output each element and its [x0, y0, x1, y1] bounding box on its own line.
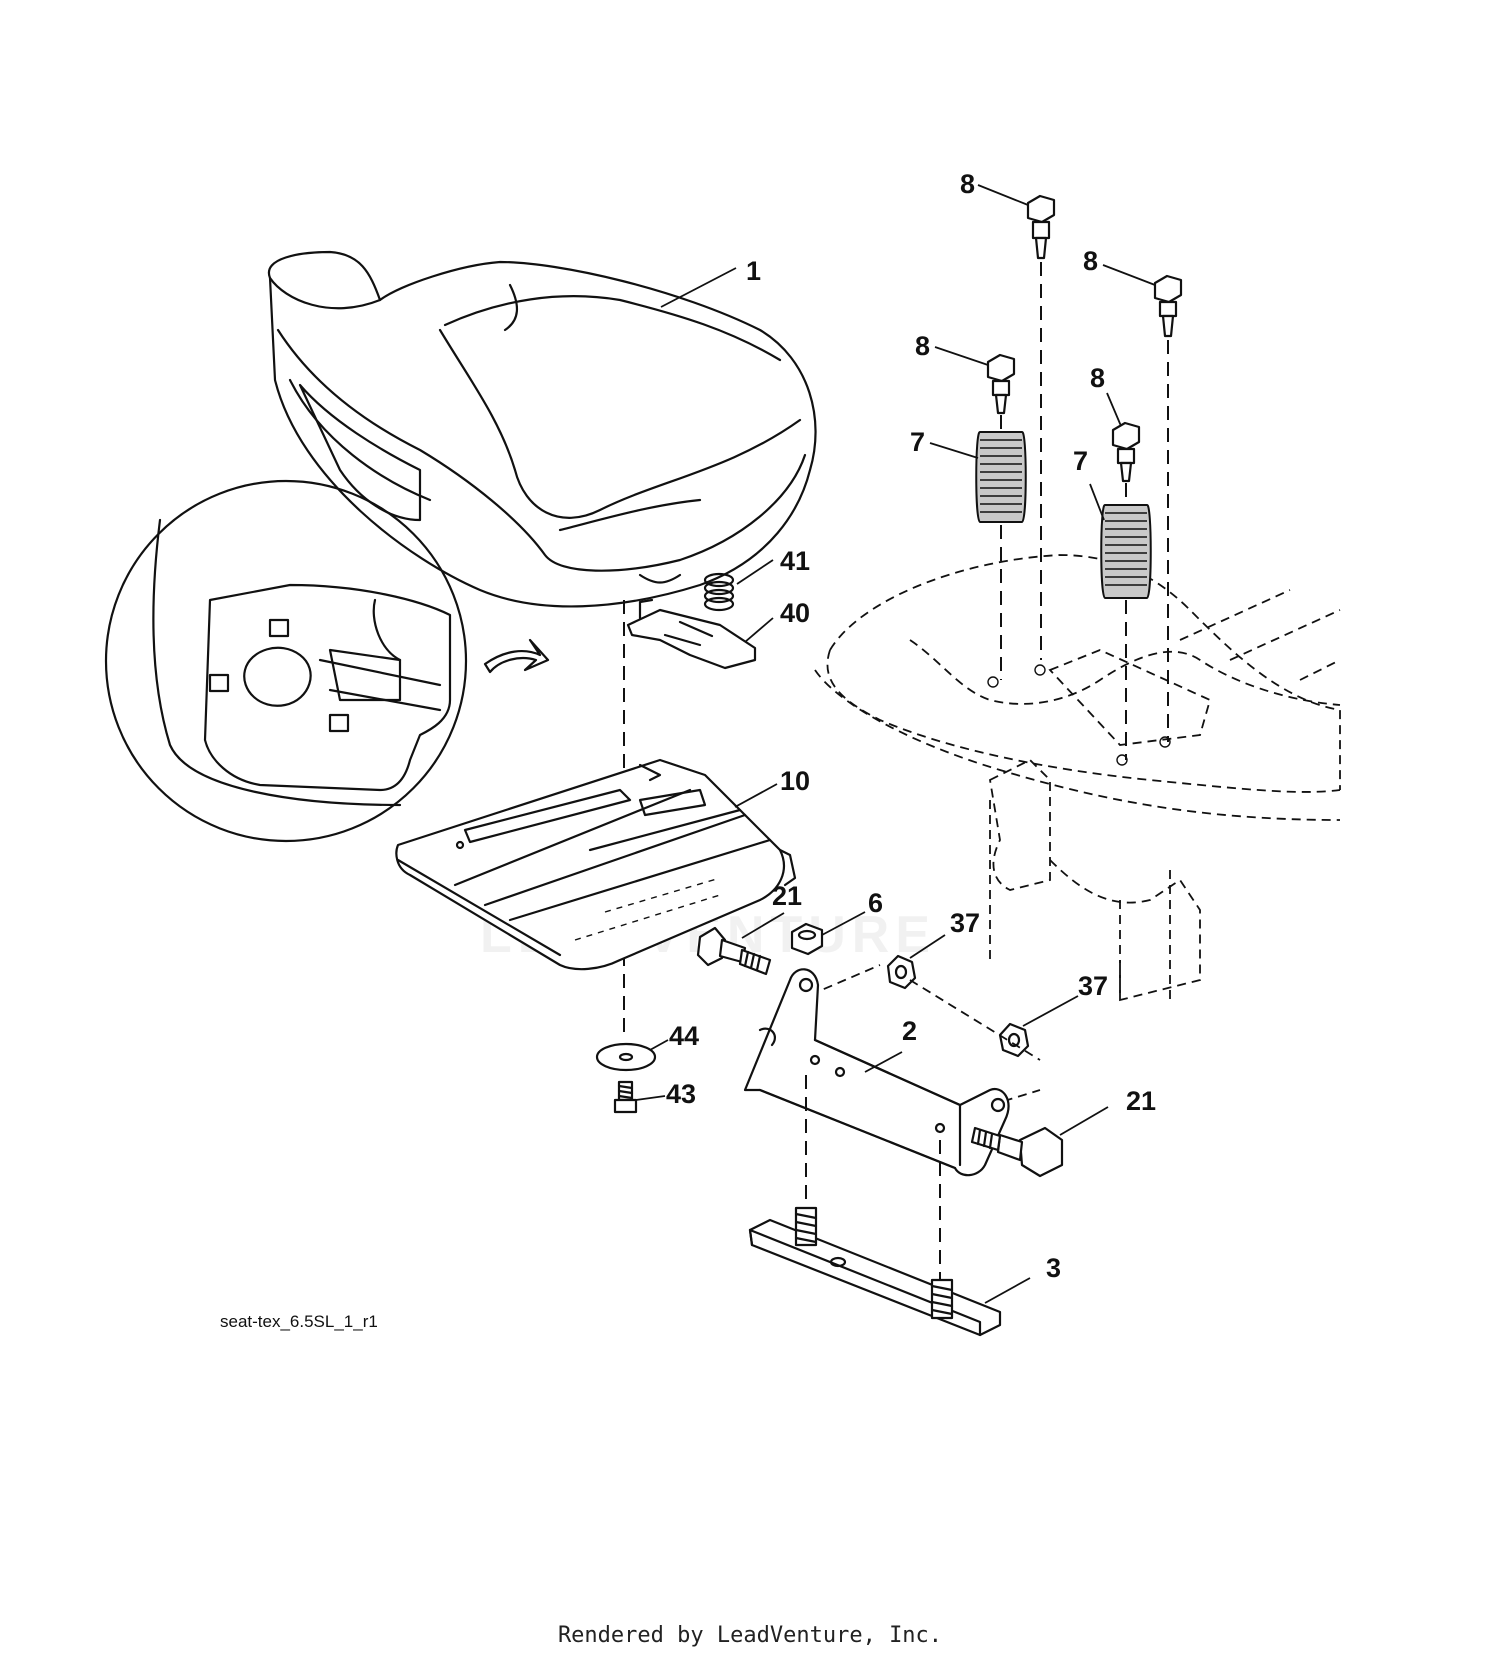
bolt-21-left[interactable]: [696, 926, 772, 976]
callout-6: 6: [868, 888, 883, 918]
callout-3: 3: [1046, 1253, 1061, 1283]
detail-view: [104, 479, 550, 843]
seat-pan-part[interactable]: [395, 758, 797, 971]
callout-21-a: 21: [772, 881, 802, 911]
nut-6[interactable]: [790, 922, 824, 956]
plate-3[interactable]: [748, 1206, 1002, 1337]
callout-10: 10: [780, 766, 810, 796]
bolt-8-b[interactable]: [1153, 274, 1183, 338]
spring-41[interactable]: [703, 572, 735, 612]
bracket-2[interactable]: [743, 968, 1010, 1177]
bolt-8-a[interactable]: [1026, 194, 1056, 260]
callout-41: 41: [780, 546, 810, 576]
bolt-8-d[interactable]: [1111, 421, 1141, 483]
callout-8-d: 8: [1090, 363, 1105, 393]
tractor-frame-outline: [814, 554, 1341, 1002]
callout-44: 44: [669, 1021, 699, 1051]
callout-1: 1: [746, 256, 761, 286]
callout-7-b: 7: [1073, 446, 1088, 476]
footer-credit: Rendered by LeadVenture, Inc.: [557, 1623, 943, 1648]
screw-43[interactable]: [613, 1080, 638, 1114]
seat-part[interactable]: [267, 250, 817, 608]
callout-40: 40: [780, 598, 810, 628]
callout-43: 43: [666, 1079, 696, 1109]
spring-7-right[interactable]: [1100, 503, 1152, 599]
callout-2: 2: [902, 1016, 917, 1046]
callout-8-b: 8: [1083, 246, 1098, 276]
washer-44[interactable]: [595, 1042, 657, 1072]
diagram-reference-code: seat-tex_6.5SL_1_r1: [220, 1312, 378, 1331]
callout-7-a: 7: [910, 427, 925, 457]
nut-37-lower[interactable]: [998, 1022, 1030, 1058]
callout-21-b: 21: [1126, 1086, 1156, 1116]
clip-40[interactable]: [626, 598, 757, 670]
callout-37-a: 37: [950, 908, 980, 938]
callout-8-c: 8: [915, 331, 930, 361]
callout-37-b: 37: [1078, 971, 1108, 1001]
callout-8-a: 8: [960, 169, 975, 199]
bolt-21-right[interactable]: [970, 1126, 1064, 1178]
spring-7-left[interactable]: [975, 430, 1027, 523]
seat-pan-holes: [574, 877, 721, 941]
nut-37-upper[interactable]: [886, 954, 917, 990]
bolt-8-c[interactable]: [986, 353, 1016, 415]
